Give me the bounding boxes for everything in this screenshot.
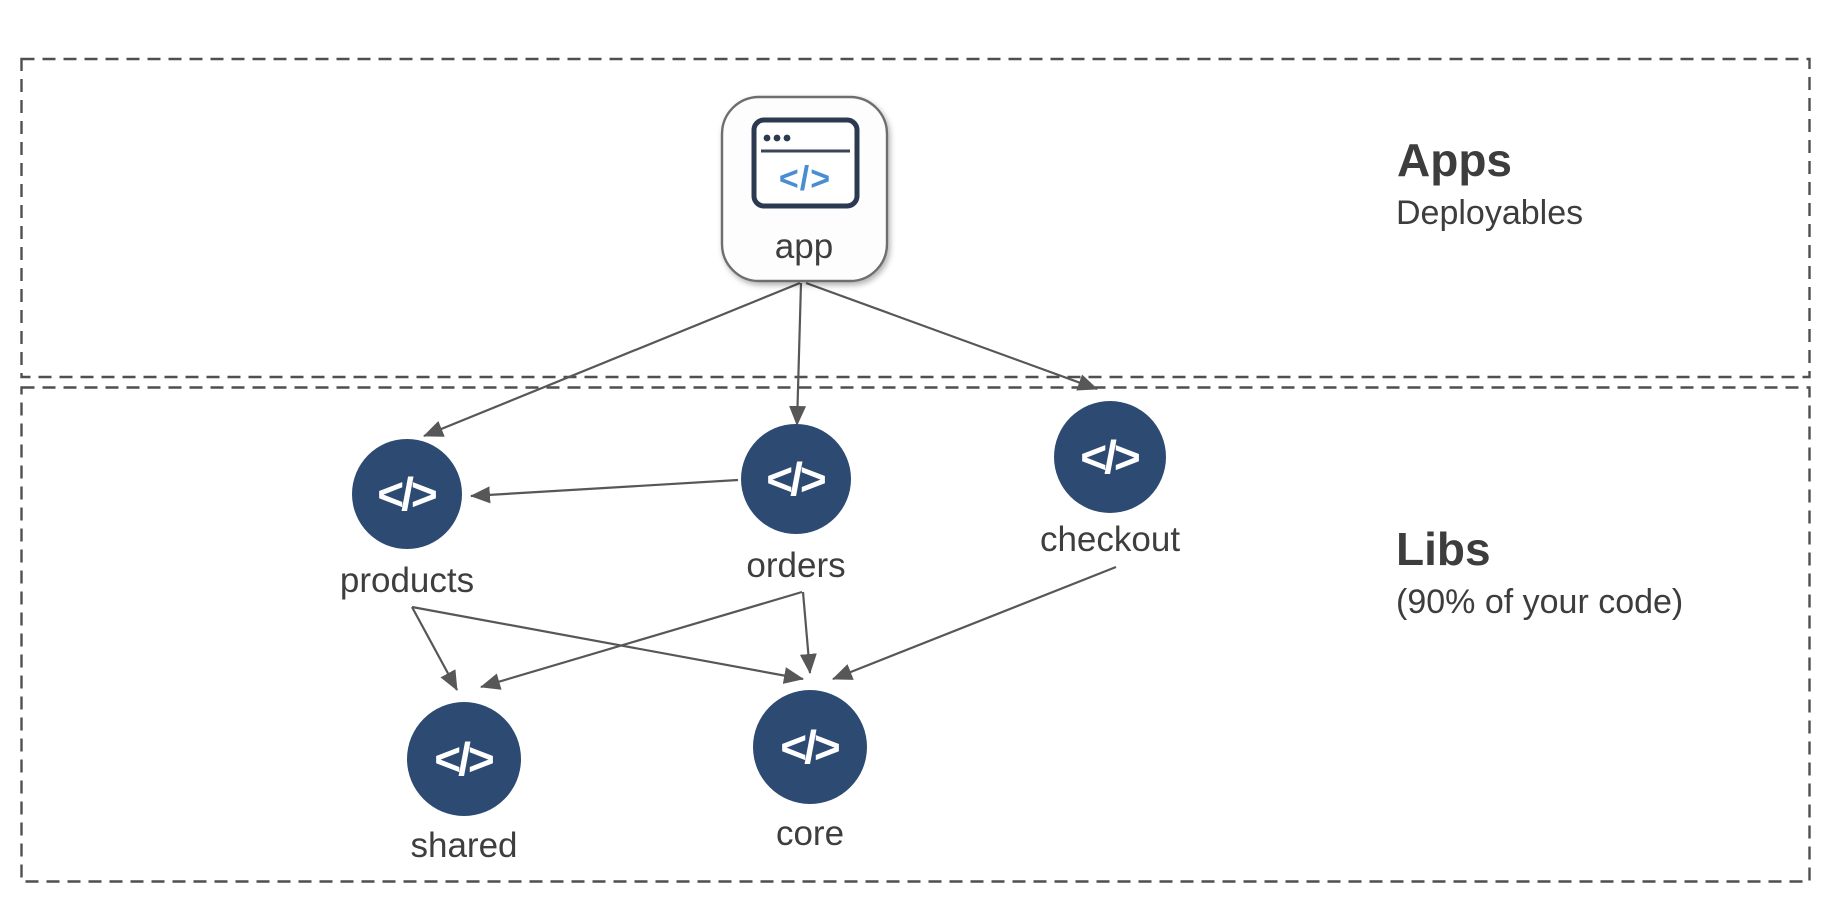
node-app: </> app [720,95,889,283]
edge-orders-shared [480,590,803,690]
node-orders: </> orders [741,424,851,585]
edge-orders-products [470,478,739,504]
apps-section-title: Apps [1397,134,1512,186]
browser-dot [773,134,781,142]
code-icon: </> [780,721,839,773]
node-checkout: </> checkout [1040,401,1180,559]
edge-app-orders [789,282,807,426]
node-shared: </> shared [407,702,521,865]
node-label-core: core [776,814,844,853]
core-circle [753,690,867,804]
orders-circle [741,424,851,534]
shared-circle [407,702,521,816]
code-icon: </> [1080,431,1139,483]
app-code-glyph: </> [779,160,831,198]
node-label-checkout: checkout [1040,520,1180,559]
browser-code-icon: </> [751,117,860,209]
edge-app-products [423,281,801,438]
node-label-shared: shared [410,826,517,865]
browser-frame [751,117,860,209]
edge-app-checkout [805,281,1098,391]
node-products: </> products [340,439,474,600]
products-circle [352,439,462,549]
node-label-orders: orders [746,546,845,585]
libs-section-title: Libs [1396,523,1491,575]
apps-section-boundary [20,57,1811,379]
libs-section-boundary [20,386,1811,883]
code-icon: </> [434,733,493,785]
libs-section-subtitle: (90% of your code) [1396,583,1683,621]
edge-products-shared [411,606,458,691]
edge-checkout-core [832,565,1117,681]
browser-dot [783,134,791,142]
code-icon: </> [766,453,825,505]
edge-products-core [411,605,804,684]
node-label-app: app [775,227,833,266]
code-icon: </> [377,468,436,520]
node-label-products: products [340,561,474,600]
browser-dot [763,134,771,142]
apps-section-subtitle: Deployables [1396,194,1583,232]
edge-orders-core [799,591,817,674]
node-core: </> core [753,690,867,853]
checkout-circle [1054,401,1166,513]
